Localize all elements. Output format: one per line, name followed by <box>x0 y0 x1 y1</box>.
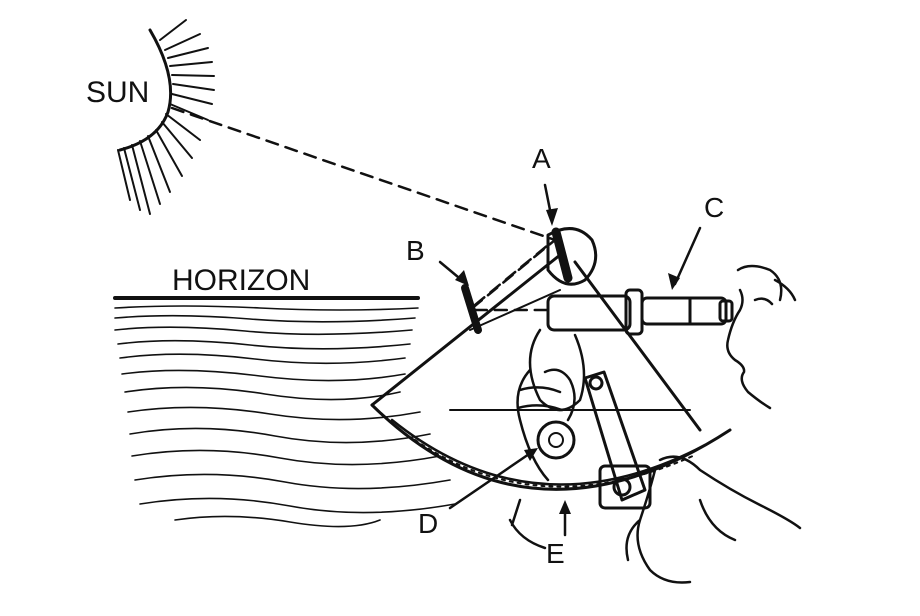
lower-handle <box>508 498 547 550</box>
label-a: A <box>532 143 551 174</box>
arrow-heads <box>455 208 680 514</box>
sea-waves <box>114 305 456 528</box>
index-mirror-housing <box>546 227 598 286</box>
mirror-b <box>461 284 482 334</box>
observer-face <box>726 264 797 410</box>
light-path-reflect <box>473 243 550 307</box>
mirror-a <box>551 227 573 283</box>
right-hand <box>625 455 802 584</box>
pointer-arrows <box>438 183 702 537</box>
sextant-arc-outer <box>370 403 732 491</box>
sextant-arc-inner <box>390 418 707 486</box>
label-sun: SUN <box>86 76 150 109</box>
label-horizon: HORIZON <box>172 264 311 297</box>
left-hand <box>516 368 576 482</box>
label-c: C <box>704 192 725 223</box>
micrometer-drum <box>536 420 576 460</box>
label-e: E <box>546 538 565 569</box>
sextant-frame <box>370 253 702 432</box>
telescope <box>546 288 734 336</box>
label-b: B <box>406 235 425 266</box>
label-d: D <box>418 508 439 539</box>
sun-rays <box>117 19 215 215</box>
